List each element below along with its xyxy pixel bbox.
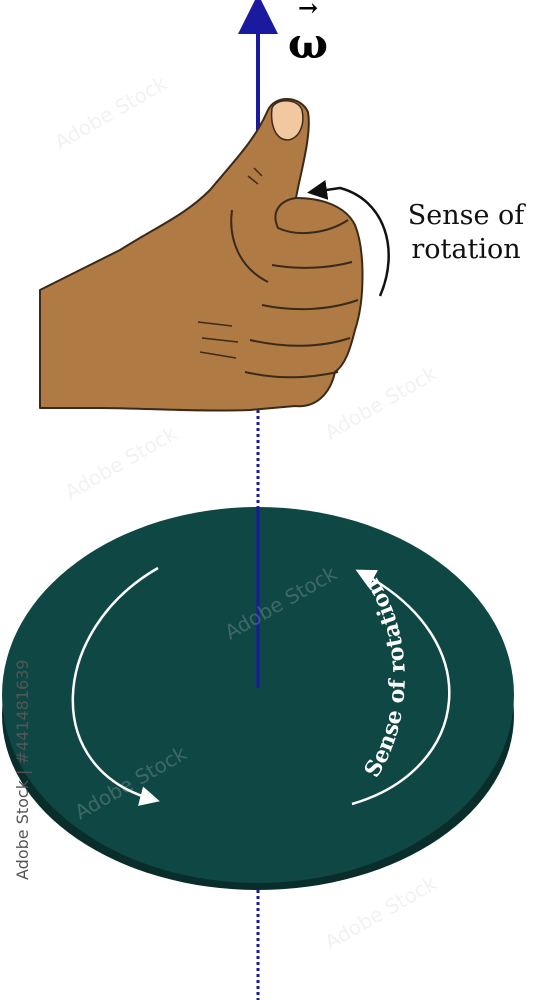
- watermark-side-text: Adobe Stock | #441481639: [13, 659, 32, 880]
- hand-finger-1: [274, 197, 349, 235]
- watermark-tile: Adobe Stock: [61, 421, 182, 504]
- hand-finger-5: [244, 371, 339, 379]
- hand-palm: [39, 98, 364, 412]
- disc-rotation-arrow-right: [351, 569, 451, 806]
- omega-arrow: →: [298, 0, 318, 22]
- hand-rotation-arrow: [307, 179, 390, 297]
- watermark-tile: Adobe Stock: [51, 71, 172, 154]
- hand-knuckle-lines: [197, 167, 263, 359]
- hand-thumbnail: [270, 100, 304, 141]
- hand-rotation-label-line1: Sense of: [408, 200, 527, 231]
- hand-rotation-label-line2: rotation: [411, 234, 520, 265]
- hand-finger-2: [271, 261, 353, 269]
- watermark-tile: Adobe Stock: [321, 361, 442, 444]
- hand-finger-3: [261, 299, 359, 311]
- watermark-tile: Adobe Stock: [321, 871, 442, 954]
- disc-rotation-arrow-left: [71, 566, 160, 806]
- hand-thumbs-up: [39, 98, 364, 412]
- omega-symbol: ω: [288, 19, 328, 68]
- hand-thumb-crease: [230, 209, 269, 283]
- hand-finger-4: [249, 337, 351, 347]
